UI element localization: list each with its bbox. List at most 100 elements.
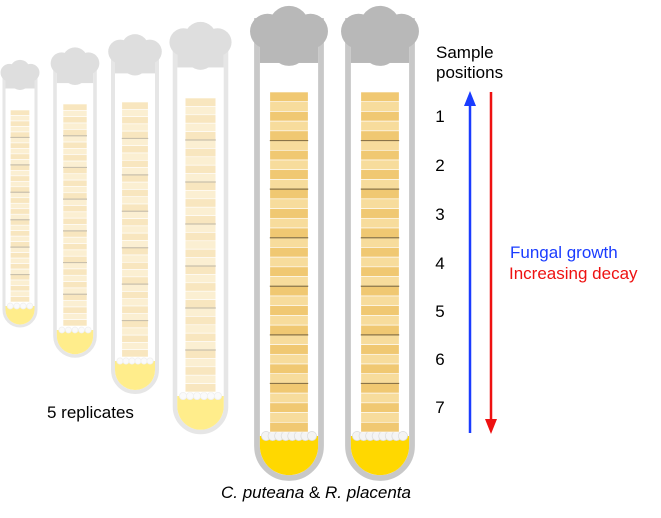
wood-sample-slice xyxy=(121,334,149,343)
wood-sample-slice xyxy=(269,295,309,307)
wood-sample-slice xyxy=(184,366,217,376)
wood-sample-slice xyxy=(184,274,217,284)
wood-sample-slice xyxy=(121,159,149,168)
wood-sample-slice xyxy=(360,353,400,365)
wood-sample-slice xyxy=(360,217,400,229)
wood-sample-slice xyxy=(360,334,400,345)
wood-sample-slice xyxy=(10,235,30,242)
wood-sample-slice xyxy=(121,203,149,212)
agar-medium xyxy=(5,306,35,325)
wood-sample-slice xyxy=(121,276,149,285)
wood-sample-slice xyxy=(62,148,88,156)
wood-sample-slice xyxy=(121,181,149,190)
wood-sample-slice xyxy=(360,344,400,355)
wood-sample-slice xyxy=(269,344,309,355)
wood-sample-slice xyxy=(62,179,88,187)
wood-sample-slice xyxy=(62,129,88,137)
tube-outline xyxy=(111,50,159,394)
mycelium-tuft xyxy=(192,391,202,401)
test-tube xyxy=(0,59,40,328)
wood-sample-slice xyxy=(184,198,217,208)
wood-sample-slice xyxy=(10,148,30,155)
mycelium-tuft xyxy=(13,302,21,310)
wood-sample-slice xyxy=(269,149,309,161)
wood-sample-slice xyxy=(269,130,309,141)
wood-sample-slice xyxy=(62,135,88,143)
position-label-4: 4 xyxy=(435,254,445,273)
increasing-decay-label: Increasing decay xyxy=(509,264,638,283)
wood-sample-slice xyxy=(360,247,400,258)
wood-sample-slice xyxy=(360,383,400,394)
test-tube xyxy=(341,5,419,481)
wood-sample-slice xyxy=(10,170,30,177)
wood-sample-slice xyxy=(10,224,30,231)
mycelium-tuft xyxy=(71,326,79,334)
wood-sample-slice xyxy=(121,108,149,117)
wood-sample-slice xyxy=(62,211,88,219)
wood-sample-slice xyxy=(269,373,309,384)
wood-sample-slice xyxy=(360,111,400,122)
wood-sample-slice xyxy=(10,257,30,264)
wood-sample-slice xyxy=(184,190,217,200)
mycelium-tuft xyxy=(140,357,148,365)
wood-sample-slice xyxy=(184,324,217,334)
wood-sample-slice xyxy=(269,120,309,132)
wood-sample-slice xyxy=(360,188,400,200)
wood-sample-slice xyxy=(62,293,88,301)
wood-sample-slice xyxy=(10,137,30,144)
test-tube xyxy=(108,34,162,394)
wood-sample-slice xyxy=(269,334,309,345)
species-name-r-placenta: R. placenta xyxy=(324,483,411,502)
wood-sample-slice xyxy=(10,131,30,138)
increasing-decay-arrowhead xyxy=(485,419,497,434)
wood-sample-slice xyxy=(360,169,400,180)
wood-sample-slice xyxy=(360,295,400,307)
wood-sample-slice xyxy=(121,174,149,183)
wood-sample-slice xyxy=(360,149,400,161)
wood-sample-slice xyxy=(62,268,88,276)
wood-sample-slice xyxy=(360,159,400,171)
cotton-plug xyxy=(50,47,100,85)
wood-sample-slice xyxy=(10,120,30,127)
wood-sample-slice xyxy=(269,305,309,316)
wood-sample-slice xyxy=(10,109,30,116)
wood-sample-slice xyxy=(62,243,88,251)
wood-sample-slice xyxy=(62,287,88,295)
test-tube xyxy=(250,5,328,481)
wood-sample-slice xyxy=(269,353,309,365)
wood-sample-slice xyxy=(62,116,88,124)
wood-sample-slice xyxy=(184,97,217,107)
wood-sample-slice xyxy=(121,189,149,198)
wood-sample-slice xyxy=(10,213,30,221)
wood-sample-slice xyxy=(184,148,217,158)
wood-sample-slice xyxy=(10,126,30,133)
wood-sample-slice xyxy=(10,252,30,259)
wood-sample-slice xyxy=(184,131,217,141)
wood-sample-slice xyxy=(121,283,149,292)
wood-sample-slice xyxy=(184,240,217,250)
wood-sample-slice xyxy=(360,130,400,141)
wood-sample-slice xyxy=(10,279,30,286)
wood-sample-slice xyxy=(10,208,30,215)
wood-sample-slice xyxy=(10,175,30,182)
wood-sample-slice xyxy=(269,402,309,413)
wood-sample-slice xyxy=(269,208,309,219)
position-label-6: 6 xyxy=(435,350,445,369)
wood-sample-slice xyxy=(269,392,309,404)
wood-sample-slice xyxy=(360,373,400,384)
mycelium-tuft xyxy=(19,302,27,310)
wood-sample-slice xyxy=(269,101,309,112)
mycelium-tuft xyxy=(116,357,124,365)
wood-sample-slice xyxy=(121,145,149,154)
wood-sample-slice xyxy=(184,181,217,191)
cotton-plug xyxy=(341,5,419,66)
agar-medium xyxy=(177,396,224,430)
wood-sample-slice xyxy=(121,269,149,278)
wood-sample-slice xyxy=(62,300,88,308)
wood-sample-slice xyxy=(360,91,400,103)
wood-sample-slice xyxy=(269,198,309,209)
position-label-1: 1 xyxy=(435,107,445,126)
wood-sample-slice xyxy=(269,169,309,180)
wood-sample-slice xyxy=(269,111,309,122)
